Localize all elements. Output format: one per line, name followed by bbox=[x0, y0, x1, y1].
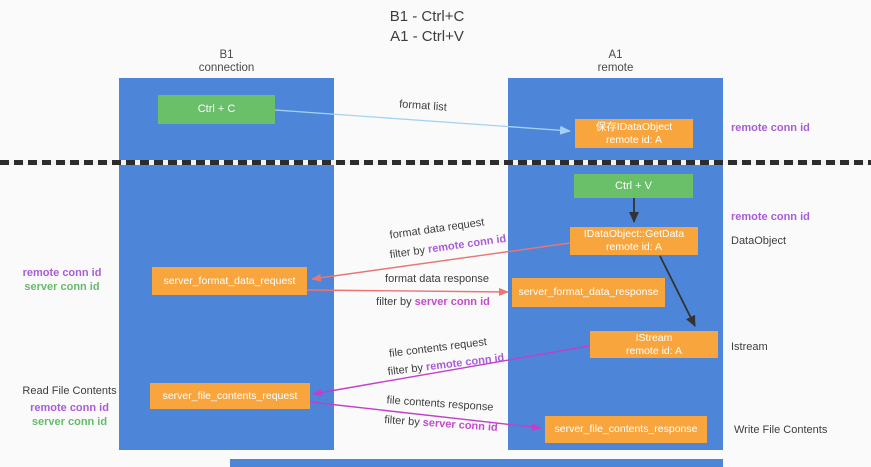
node-istream-line1: IStream bbox=[635, 331, 673, 344]
write-file-contents-label: Write File Contents bbox=[734, 424, 828, 436]
left-server-conn-id-label: server conn id bbox=[24, 281, 100, 293]
column-a1-role: remote bbox=[597, 62, 634, 74]
node-server-file-contents-response: server_file_contents_response bbox=[545, 416, 707, 443]
title-line-1: B1 - Ctrl+C bbox=[389, 8, 465, 25]
column-header-b1: B1 connection bbox=[119, 49, 334, 75]
node-format-response-label: server_format_data_response bbox=[518, 286, 659, 298]
server-conn-id-key: server conn id bbox=[422, 416, 499, 434]
filter-by-text: filter by bbox=[383, 414, 424, 429]
node-ctrl-c-label: Ctrl + C bbox=[197, 103, 236, 115]
read-file-contents-label: Read File Contents bbox=[22, 385, 117, 397]
remote-conn-id-key: remote conn id bbox=[425, 351, 505, 374]
bottom-panel-strip bbox=[230, 459, 723, 467]
column-b1-name: B1 bbox=[219, 49, 234, 61]
node-server-file-contents-request: server_file_contents_request bbox=[150, 383, 310, 409]
node-format-request-label: server_format_data_request bbox=[163, 274, 296, 287]
dashed-separator-line bbox=[0, 160, 871, 165]
node-file-request-label: server_file_contents_request bbox=[162, 389, 298, 402]
dataobject-label: DataObject bbox=[731, 235, 787, 247]
node-server-format-data-request: server_format_data_request bbox=[152, 267, 307, 295]
server-conn-id-key: server conn id bbox=[414, 296, 490, 308]
node-ctrl-c: Ctrl + C bbox=[158, 95, 275, 124]
istream-label: Istream bbox=[731, 341, 768, 353]
node-istream-line2: remote id: A bbox=[625, 344, 683, 357]
column-a1-name: A1 bbox=[608, 49, 623, 61]
node-save-dataobject: 保存IDataObject remote id: A bbox=[575, 119, 693, 148]
left-remote-conn-id-label: remote conn id bbox=[22, 267, 102, 279]
file-contents-response-filter-label: filter by server conn id bbox=[384, 414, 498, 434]
format-list-label: format list bbox=[398, 98, 448, 114]
node-ctrl-v: Ctrl + V bbox=[574, 174, 693, 198]
node-ctrl-v-label: Ctrl + V bbox=[615, 179, 652, 192]
bottom-remote-conn-id-label: remote conn id bbox=[30, 402, 109, 414]
node-istream: IStream remote id: A bbox=[590, 331, 718, 358]
file-contents-response-label: file contents response bbox=[386, 394, 494, 414]
column-header-a1: A1 remote bbox=[508, 49, 723, 75]
bottom-server-conn-id-label: server conn id bbox=[31, 416, 108, 428]
format-data-response-arrow bbox=[306, 287, 509, 296]
column-b1-role: connection bbox=[198, 62, 255, 74]
node-save-dataobject-line1: 保存IDataObject bbox=[595, 120, 673, 133]
node-server-format-data-response: server_format_data_response bbox=[512, 278, 665, 307]
node-file-response-label: server_file_contents_response bbox=[554, 423, 698, 435]
left-conn-id-block: remote conn id server conn id bbox=[12, 266, 112, 294]
remote-conn-id-key: remote conn id bbox=[427, 232, 507, 256]
right-mid-remote-conn-id-label: remote conn id bbox=[731, 211, 810, 223]
right-top-remote-conn-id-label: remote conn id bbox=[731, 122, 810, 134]
diagram-title: B1 - Ctrl+C A1 - Ctrl+V bbox=[327, 7, 527, 47]
node-idataobject-getdata: IDataObject::GetData remote id: A bbox=[570, 227, 698, 255]
node-save-dataobject-line2: remote id: A bbox=[605, 133, 663, 146]
node-getdata-line2: remote id: A bbox=[605, 241, 663, 253]
filter-by-text: filter by bbox=[389, 243, 429, 262]
format-data-response-label: format data response bbox=[385, 273, 489, 285]
title-line-2: A1 - Ctrl+V bbox=[390, 28, 464, 45]
filter-by-text: filter by bbox=[387, 361, 427, 379]
read-file-contents-block: Read File Contents remote conn id server… bbox=[17, 384, 122, 429]
format-data-response-filter-label: filter by server conn id bbox=[376, 296, 490, 308]
node-getdata-line1: IDataObject::GetData bbox=[583, 228, 685, 240]
filter-by-text: filter by bbox=[376, 296, 415, 308]
